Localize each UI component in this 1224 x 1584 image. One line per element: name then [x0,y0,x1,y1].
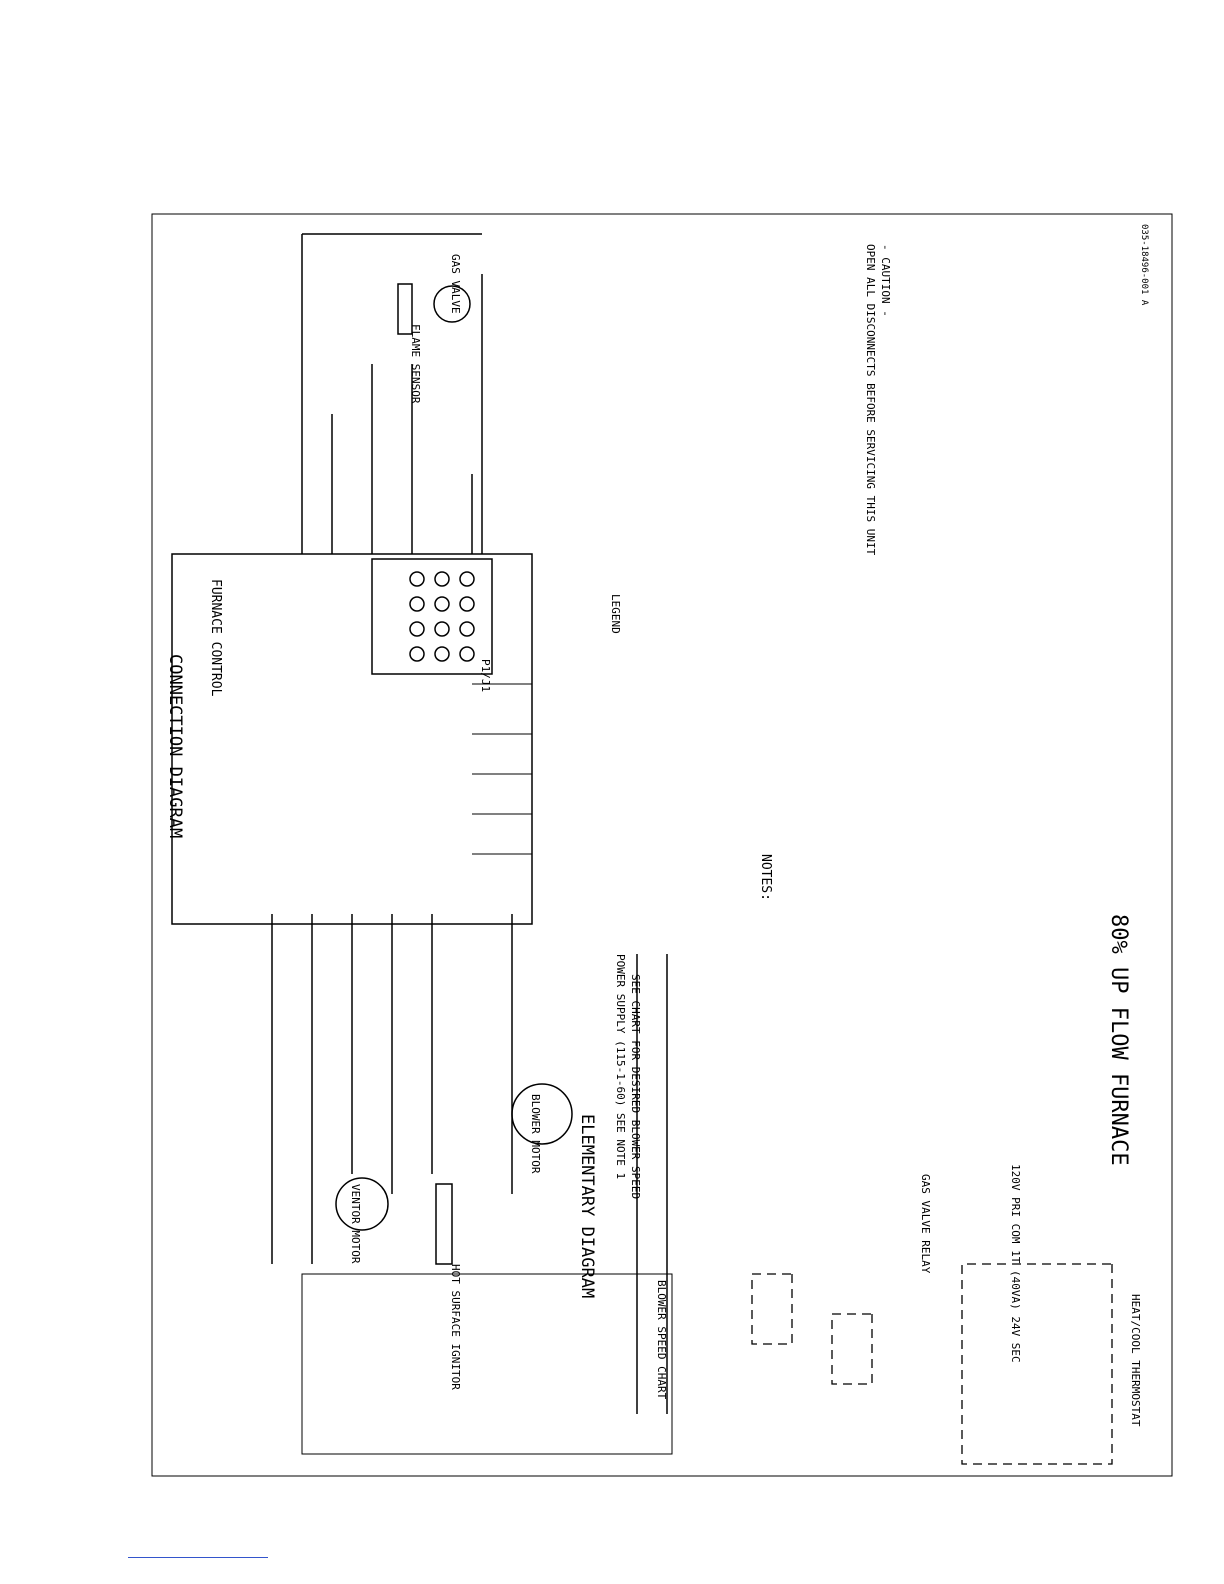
connection-heading: CONNECTION DIAGRAM [165,654,185,838]
humidifier-relay-box [831,1313,873,1385]
connection-wires [271,914,513,1264]
heat-cool-relay-box [751,1273,793,1345]
sheet-border [151,213,1173,1477]
thermostat-box [961,1263,1113,1465]
p1j1-pins [409,571,475,662]
power-supply-label: POWER SUPPLY (115-1-60) SEE NOTE 1 [614,954,627,1179]
limit-switch-chain [301,233,483,554]
connection-diagram: CONNECTION DIAGRAM FURNACE CONTROL P1/J1 [165,233,642,1390]
speed-chart-frame [301,1273,673,1455]
vent-motor-label: VENTOR MOTOR [349,1184,362,1264]
ignitor-symbol [435,1183,453,1265]
flame-sensor [397,283,413,335]
flame-sensor-label: FLAME SENSOR [409,324,422,404]
p1j1-label: P1/J1 [479,659,492,692]
gas-valve-label: GAS VALVE [449,254,462,314]
blower-speed-chart: BLOWER SPEED CHART [301,1273,673,1455]
caution-text: OPEN ALL DISCONNECTS BEFORE SERVICING TH… [864,244,877,556]
furnace-control-board [171,553,533,925]
see-chart-label: SEE CHART FOR DESIRED BLOWER SPEED [629,974,642,1199]
gas-valve-relay-label: GAS VALVE RELAY [919,1174,932,1274]
elem-transformer-label: 120V PRI COM 1T (40VA) 24V SEC [1009,1164,1022,1363]
notes-title: NOTES: [758,854,773,901]
vent-motor-symbol [335,1177,389,1231]
elementary-diagram: ELEMENTARY DIAGRAM POWER SUPPLY (115-1-6… [577,954,1142,1465]
drawing-title: 80% UP FLOW FURNACE [1106,914,1131,1166]
speed-chart-title: BLOWER SPEED CHART [655,1280,668,1400]
caution-title: - CAUTION - [879,244,892,317]
gas-valve-symbol [433,285,471,323]
p1j1-connector [371,558,493,675]
legend-title: LEGEND [609,594,622,634]
control-terminals [472,683,532,855]
rotated-drawing: BLOWER SPEED CHART CONNECTION DIAGRAM FU… [165,224,1149,1465]
notes-legend: LEGEND NOTES: - CAUTION - OPEN ALL DISCO… [609,244,892,901]
elementary-heading: ELEMENTARY DIAGRAM [577,1114,597,1298]
blower-motor-label: BLOWER MOTOR [529,1094,542,1174]
ignitor-label: HOT SURFACE IGNITOR [449,1264,462,1390]
thermostat-label: HEAT/COOL THERMOSTAT [1129,1294,1142,1427]
furnace-control-label: FURNACE CONTROL [208,579,223,697]
doc-number: 035-18496-001 A [1139,224,1149,306]
footer-link-underline [128,1557,268,1558]
